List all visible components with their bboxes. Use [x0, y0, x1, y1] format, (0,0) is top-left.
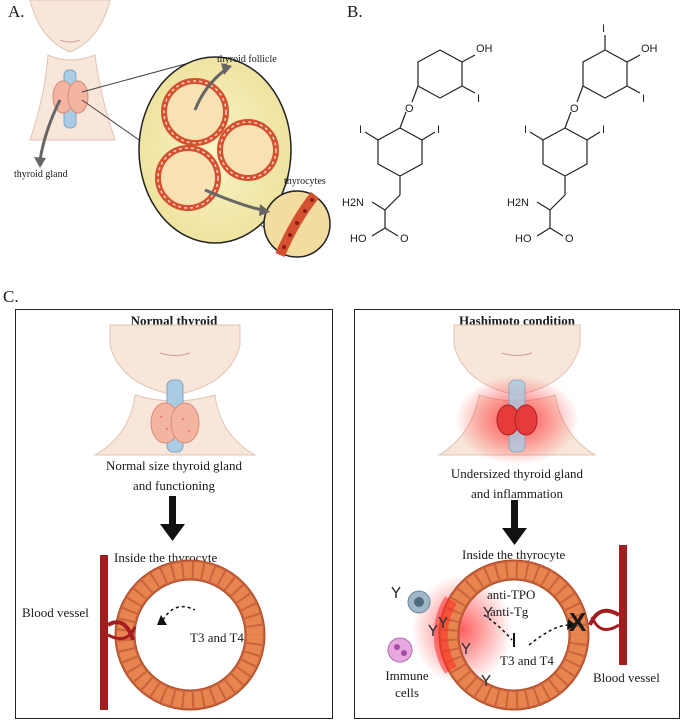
molecule-right: I OH I O I I H2N HO O [507, 23, 658, 245]
atom-o: O [565, 233, 574, 245]
atom-i: I [437, 124, 440, 136]
atom-i: I [642, 93, 645, 105]
normal-neck-illustration [93, 324, 257, 456]
panel-b-letter: B. [347, 2, 363, 21]
hashimoto-down-arrow [502, 500, 527, 545]
atom-i: I [602, 124, 605, 136]
molecule-left: OH I O I I H2N HO O [342, 43, 493, 245]
panel-c-letter: C. [3, 287, 19, 306]
label-anti-tpo: anti-TPO [487, 587, 536, 602]
label-immune-line1: Immune [385, 668, 429, 683]
gland-arrow [38, 99, 62, 161]
follicle-rings [155, 78, 279, 211]
hashimoto-vessel-label: Blood vessel [593, 670, 660, 685]
hashimoto-caption-line1: Undersized thyroid gland [450, 466, 584, 481]
hashimoto-title: Hashimoto condition [459, 313, 575, 328]
normal-caption-line1: Normal size thyroid gland [105, 458, 243, 473]
normal-hormone-label: T3 and T4 [190, 630, 244, 645]
atom-oh: OH [641, 43, 658, 55]
hashimoto-neck-illustration [437, 324, 597, 465]
atom-oh: OH [476, 43, 493, 55]
normal-thyrocyte-ring [100, 555, 266, 711]
normal-down-arrow [160, 496, 185, 541]
thyroid-gland-a [52, 69, 89, 129]
hashimoto-inside-label: Inside the thyrocyte [462, 547, 566, 562]
atom-h2n: H2N [507, 197, 529, 209]
block-x-mark: X [569, 607, 587, 637]
normal-thyroid-box [15, 309, 333, 719]
hashimoto-thyrocyte-ring [387, 545, 627, 711]
panel-a-letter: A. [8, 2, 25, 21]
hashimoto-hormone-label: T3 and T4 [500, 653, 554, 668]
label-thyroid-follicle: thyroid follicle [217, 54, 277, 65]
label-thyrocytes: thyrocytes [284, 176, 326, 187]
thyrocyte-arrow [204, 188, 263, 212]
normal-title: Normal thyroid [130, 313, 218, 328]
label-immune-line2: cells [395, 685, 419, 700]
atom-i: I [602, 23, 605, 35]
atom-o: O [405, 103, 414, 115]
atom-h2n: H2N [342, 197, 364, 209]
hashimoto-box [354, 309, 680, 719]
atom-i: I [359, 124, 362, 136]
label-thyroid-gland: thyroid gland [14, 169, 68, 180]
atom-ho: HO [350, 233, 367, 245]
atom-o: O [570, 103, 579, 115]
hashimoto-caption-line2: and inflammation [470, 486, 564, 501]
atom-ho: HO [515, 233, 532, 245]
follicle-arrow [193, 68, 226, 111]
atom-o: O [400, 233, 409, 245]
label-anti-tg: anti-Tg [490, 604, 529, 619]
normal-vessel-label: Blood vessel [22, 605, 89, 620]
normal-caption-line2: and functioning [133, 478, 215, 493]
panel-a-illustration [29, 0, 331, 258]
atom-i: I [524, 124, 527, 136]
atom-i: I [477, 93, 480, 105]
immune-cell-purple [387, 637, 413, 663]
